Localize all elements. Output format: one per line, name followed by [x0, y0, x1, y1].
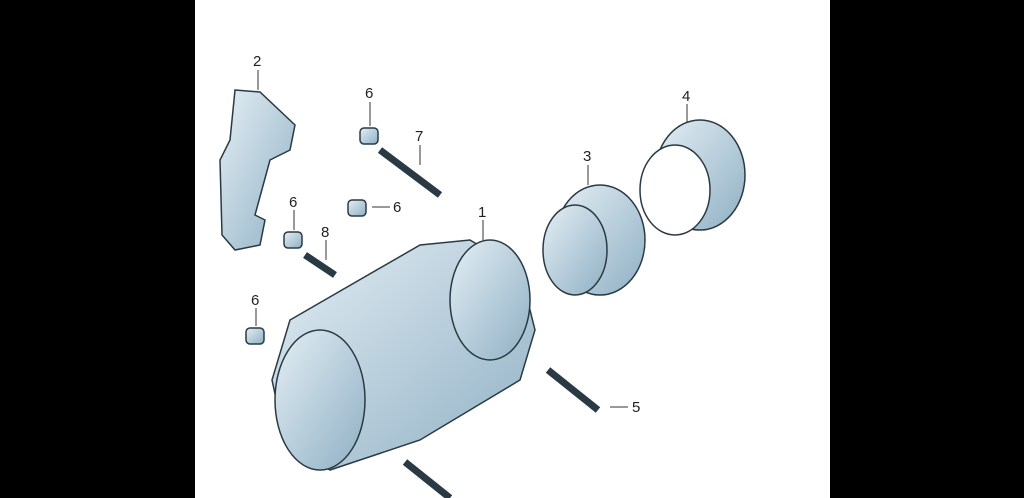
callout-6: 6 — [289, 194, 297, 211]
bushing-6c — [283, 231, 303, 249]
callout-3: 3 — [583, 148, 591, 165]
compressor-clutch-face — [449, 239, 531, 361]
bushing-6b — [347, 199, 367, 217]
bolt-8 — [303, 252, 337, 278]
bushing-6d — [245, 327, 265, 345]
bracket-part — [219, 89, 296, 251]
compressor-end — [274, 329, 366, 471]
callout-8: 8 — [321, 224, 329, 241]
callout-1: 1 — [478, 204, 486, 221]
bolt-5 — [545, 367, 601, 413]
bolt-7 — [377, 147, 443, 198]
callout-7: 7 — [415, 128, 423, 145]
callout-6: 6 — [251, 292, 259, 309]
bolt-lower — [402, 459, 453, 498]
callout-4: 4 — [682, 88, 690, 105]
bushing-6a — [359, 127, 379, 145]
callout-2: 2 — [253, 53, 261, 70]
callout-5: 5 — [632, 399, 640, 416]
callout-6: 6 — [365, 85, 373, 102]
callout-6: 6 — [393, 199, 401, 216]
